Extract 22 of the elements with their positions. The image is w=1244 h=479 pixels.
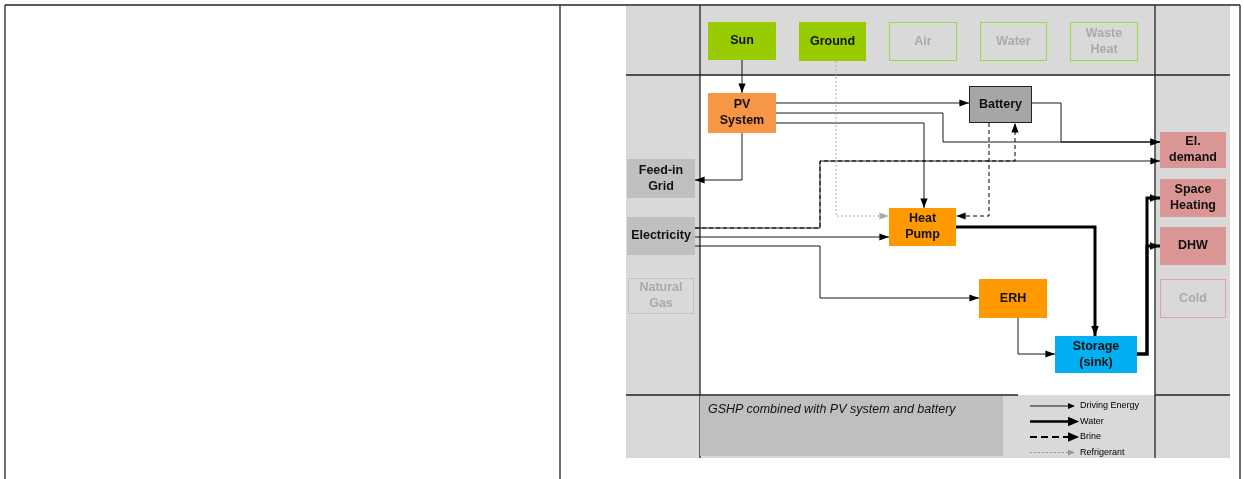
legend-label: Refrigerant [1080,446,1125,457]
legend-label: Brine [1080,431,1101,441]
node-box: Battery [969,86,1032,123]
node-box: Electricity [627,217,695,255]
node-box: Space Heating [1160,179,1226,217]
node-box: PV System [708,93,776,133]
arrow [694,122,1019,229]
arrow [955,122,990,220]
legend-label: Water [1080,415,1104,426]
node-box: Feed-in Grid [627,159,695,198]
node-box: El. demand [1160,132,1226,168]
arrow [1137,242,1160,356]
arrow [956,225,1099,336]
node-box: Sun [708,22,776,60]
arrow [835,60,890,220]
caption-box: GSHP combined with PV system and battery [700,396,1003,456]
node-box: ERH [979,279,1047,318]
node-box: Heat Pump [889,208,956,246]
node-box: DHW [1160,227,1226,265]
node-box: Ground [799,22,866,61]
node-box: Storage (sink) [1055,336,1137,373]
legend-label: Driving Energy [1080,400,1140,410]
